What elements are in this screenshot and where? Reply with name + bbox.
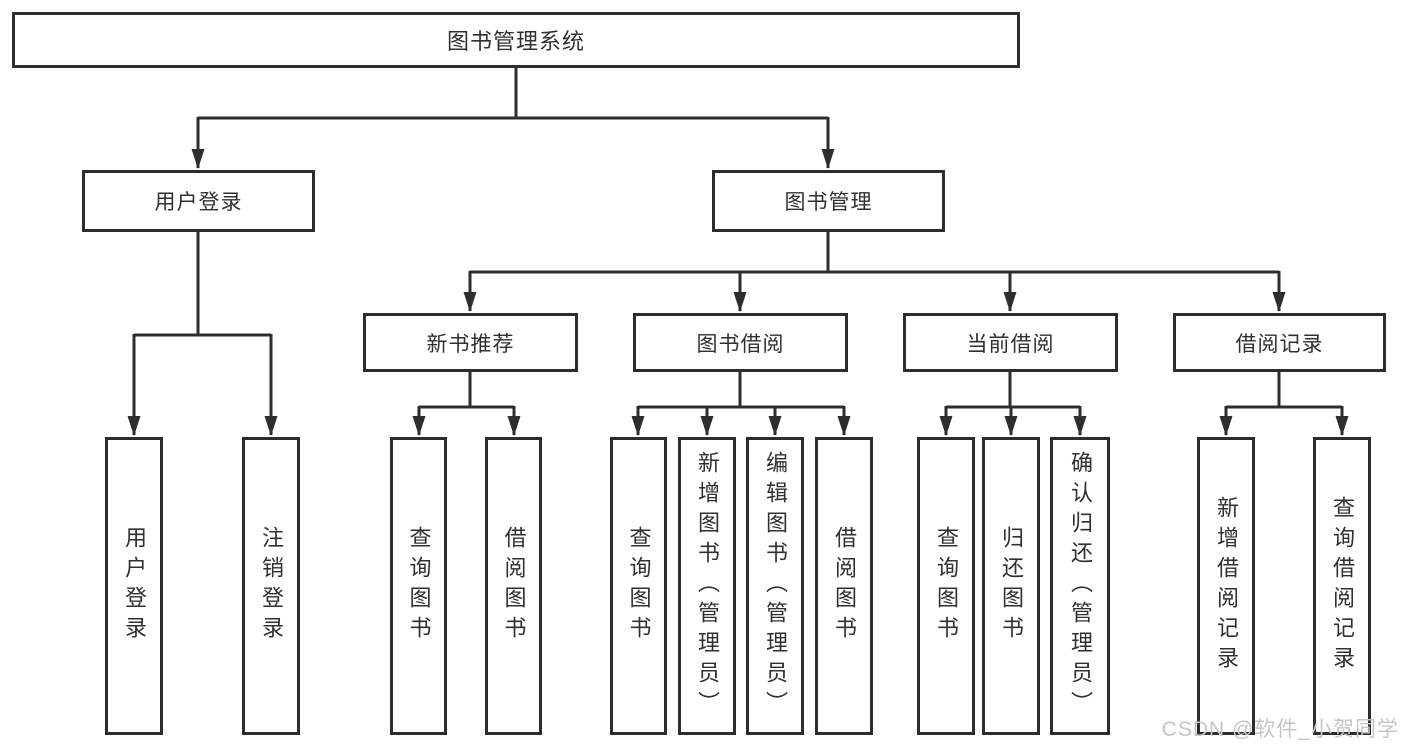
node-new-book-recommend: 新书推荐 <box>363 313 578 372</box>
node-label: 归还图书 <box>999 526 1024 646</box>
node-label: 编辑图书（管理员） <box>763 451 788 721</box>
node-label: 图书管理 <box>784 191 873 214</box>
node-label: 查询借阅记录 <box>1330 496 1355 676</box>
node-label: 当前借阅 <box>966 332 1055 356</box>
watermark: CSDN @软件_小贺同学 <box>1161 718 1399 741</box>
node-label: 确认归还（管理员） <box>1068 451 1093 721</box>
node-label: 借阅图书 <box>832 526 857 646</box>
leaf-confirm-return-admin: 确认归还（管理员） <box>1050 437 1110 735</box>
leaf-add-book-admin: 新增图书（管理员） <box>678 437 736 735</box>
leaf-add-borrow-record: 新增借阅记录 <box>1197 437 1255 735</box>
node-label: 用户登录 <box>154 191 243 214</box>
node-user-login: 用户登录 <box>82 170 315 232</box>
node-label: 注销登录 <box>259 526 284 646</box>
node-label: 查询图书 <box>626 526 652 646</box>
leaf-query-books-borrow: 查询图书 <box>610 437 667 735</box>
leaf-user-login: 用户登录 <box>105 437 163 735</box>
leaf-return-book: 归还图书 <box>982 437 1040 735</box>
node-library-management-system: 图书管理系统 <box>12 12 1020 68</box>
node-label: 查询图书 <box>406 526 432 646</box>
node-label: 新书推荐 <box>426 332 515 356</box>
node-label: 新增图书（管理员） <box>695 451 720 721</box>
node-label: 借阅图书 <box>501 526 527 646</box>
leaf-borrow-books: 借阅图书 <box>815 437 873 735</box>
node-borrow-records: 借阅记录 <box>1173 313 1386 372</box>
leaf-borrow-books-recommend: 借阅图书 <box>485 437 542 735</box>
leaf-query-books-current: 查询图书 <box>917 437 975 735</box>
node-current-borrow: 当前借阅 <box>903 313 1118 372</box>
node-label: 借阅记录 <box>1235 332 1324 356</box>
leaf-query-borrow-record: 查询借阅记录 <box>1313 437 1371 735</box>
node-book-borrow: 图书借阅 <box>633 313 848 372</box>
node-label: 图书管理系统 <box>446 29 585 54</box>
node-label: 用户登录 <box>122 526 147 646</box>
node-book-management: 图书管理 <box>712 170 945 232</box>
leaf-logout: 注销登录 <box>242 437 300 735</box>
leaf-query-books-recommend: 查询图书 <box>390 437 447 735</box>
node-label: 新增借阅记录 <box>1214 496 1239 676</box>
node-label: 图书借阅 <box>696 332 785 356</box>
node-label: 查询图书 <box>934 526 959 646</box>
leaf-edit-book-admin: 编辑图书（管理员） <box>746 437 804 735</box>
